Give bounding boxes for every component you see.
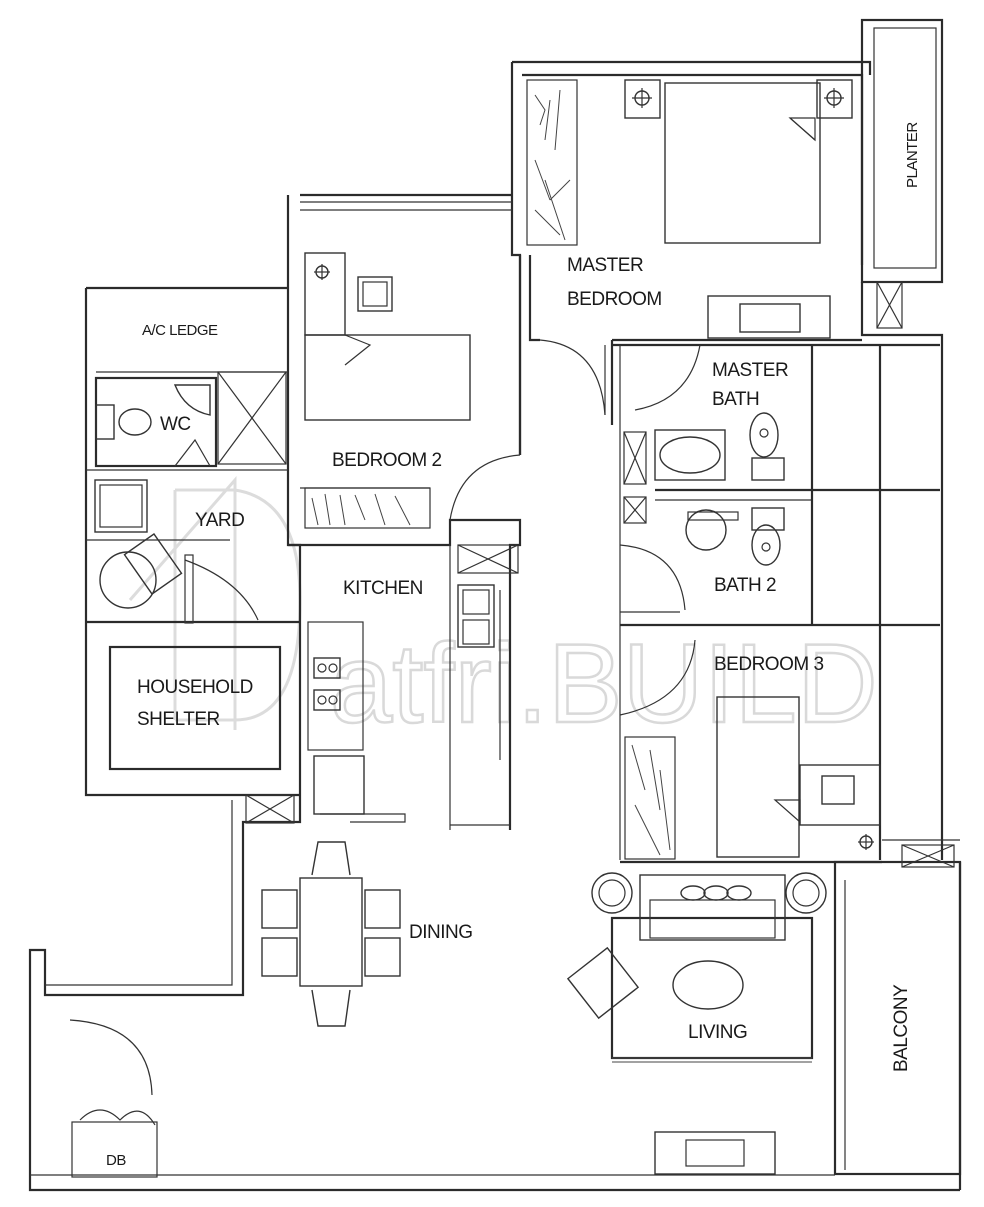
- room-labels: MASTER BEDROOM PLANTER A/C LEDGE WC BEDR…: [106, 122, 921, 1169]
- watermark: atfri.BUILD: [128, 476, 879, 747]
- label-dining: DINING: [409, 922, 473, 943]
- label-household-shelter-2: SHELTER: [137, 709, 220, 730]
- label-master-bedroom-1: MASTER: [567, 255, 643, 276]
- label-master-bedroom-2: BEDROOM: [567, 289, 662, 310]
- label-yard: YARD: [195, 510, 244, 531]
- label-balcony: BALCONY: [891, 984, 912, 1072]
- label-master-bath-1: MASTER: [712, 360, 788, 381]
- label-living: LIVING: [688, 1022, 747, 1043]
- label-wc: WC: [160, 414, 191, 435]
- master-wardrobe: [526, 79, 578, 246]
- yard-fixtures: [94, 479, 183, 609]
- kitchen-fixtures: [307, 544, 519, 823]
- watermark-text: atfri.BUILD: [330, 621, 878, 746]
- dining-set: [261, 841, 401, 1027]
- master-bed: [624, 79, 853, 339]
- label-planter: PLANTER: [904, 122, 921, 188]
- household-shelter: [108, 645, 295, 824]
- bedroom3-furniture: [624, 696, 955, 868]
- bedroom2-bed: [304, 252, 471, 529]
- label-db: DB: [106, 1152, 126, 1169]
- label-kitchen: KITCHEN: [343, 578, 423, 599]
- label-household-shelter-1: HOUSEHOLD: [137, 677, 253, 698]
- label-master-bath-2: BATH: [712, 389, 759, 410]
- label-bedroom-3: BEDROOM 3: [714, 654, 824, 675]
- label-bedroom-2: BEDROOM 2: [332, 450, 442, 471]
- label-ac-ledge: A/C LEDGE: [142, 322, 218, 339]
- bath-fixtures: [623, 412, 785, 566]
- interior-walls: [288, 255, 960, 864]
- doors: [69, 339, 701, 1126]
- planter-ac-boxes: [876, 281, 903, 329]
- label-bath-2: BATH 2: [714, 575, 776, 596]
- db-box: [71, 1121, 158, 1178]
- wc-fixtures: [94, 371, 287, 468]
- living-furniture: [566, 872, 827, 1175]
